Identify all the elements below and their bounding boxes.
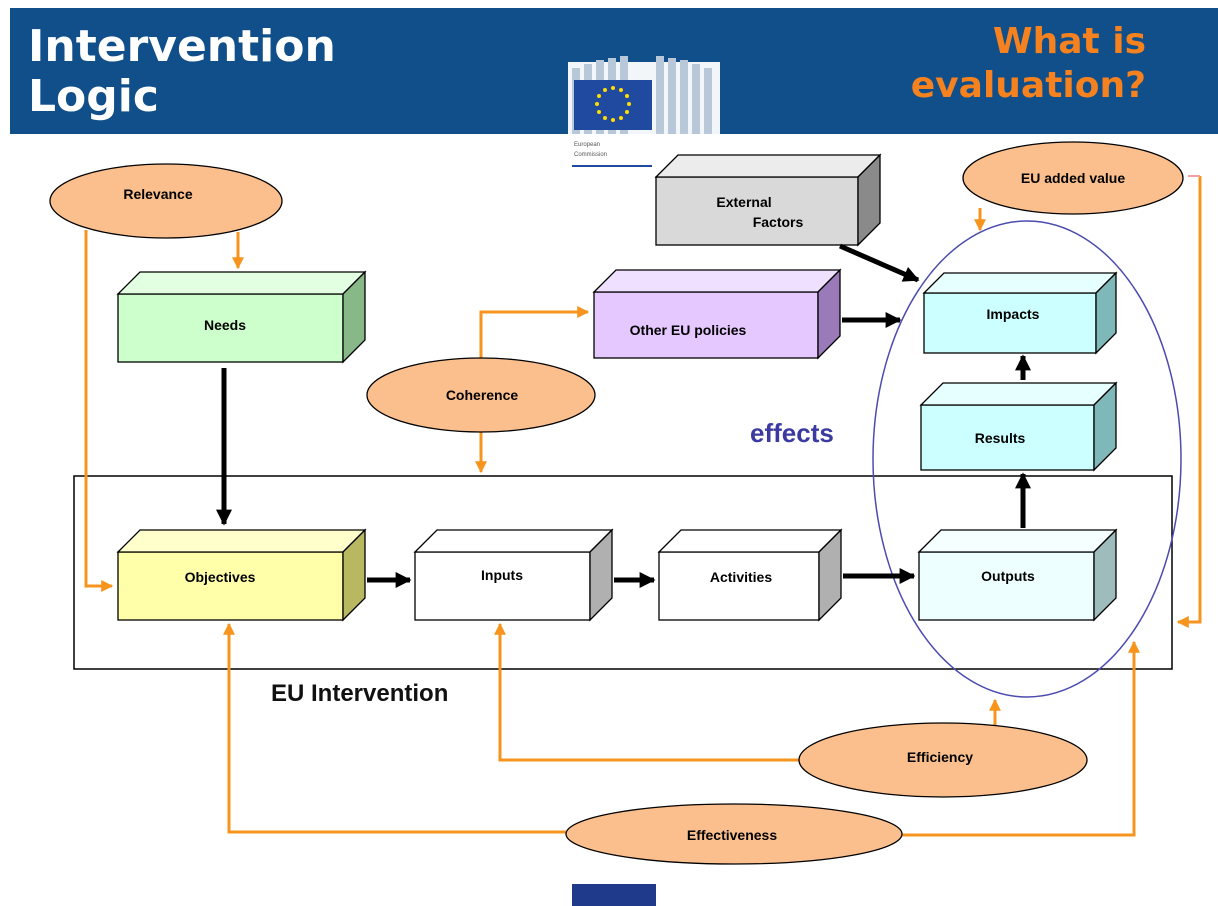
link-effectiveness-effects [902, 640, 1140, 837]
outputs-label: Outputs [981, 568, 1035, 584]
logo-caption-line2: Commission [574, 152, 607, 158]
relevance-criterion: Relevance [49, 163, 283, 239]
page-subtitle-line1: What is [992, 21, 1146, 62]
objectives-label: Objectives [185, 569, 256, 585]
eu-added-value-criterion: EU added value [962, 141, 1184, 215]
external-factors-label-line1: External [716, 194, 771, 210]
arrow-external-impacts [839, 243, 920, 283]
outputs-box: Outputs [917, 528, 1118, 622]
flow-arrows [215, 243, 1032, 589]
objectives-box: Objectives [116, 528, 367, 622]
page-title-line1: Intervention [28, 21, 336, 72]
link-efficiency-inputs [494, 622, 800, 762]
effects-ellipse [872, 220, 1182, 698]
page-title: Intervention Logic [28, 22, 336, 122]
impacts-box: Impacts [922, 271, 1118, 355]
link-effectiveness-objectives [223, 622, 566, 834]
other-eu-policies-box: Other EU policies [592, 268, 842, 360]
efficiency-criterion: Efficiency [798, 722, 1088, 798]
eu-intervention-frame [73, 475, 1173, 670]
page-title-line2: Logic [28, 71, 159, 122]
relevance-label: Relevance [123, 186, 192, 202]
external-factors-label-line2: Factors [753, 214, 804, 230]
inputs-label: Inputs [481, 567, 523, 583]
effectiveness-label: Effectiveness [687, 827, 777, 843]
coherence-label: Coherence [446, 387, 519, 403]
footer-tab [572, 884, 656, 906]
eu-intervention-label: EU Intervention [271, 680, 448, 707]
other-eu-policies-label: Other EU policies [630, 322, 747, 338]
activities-label: Activities [710, 569, 772, 585]
link-relevance-objectives [84, 230, 114, 592]
link-coherence-policies [479, 306, 590, 358]
effectiveness-criterion: Effectiveness [565, 803, 903, 865]
external-factors-box: External Factors [654, 153, 882, 247]
results-box: Results [919, 381, 1118, 472]
eu-added-value-label: EU added value [1021, 170, 1125, 186]
coherence-criterion: Coherence [366, 357, 596, 433]
link-addedvalue-intervention [1176, 176, 1202, 628]
page-subtitle: What is evaluation? [911, 20, 1146, 108]
impacts-label: Impacts [987, 306, 1040, 322]
logo-caption-line1: European [574, 142, 600, 148]
inputs-box: Inputs [413, 528, 614, 622]
efficiency-label: Efficiency [907, 749, 973, 765]
page-subtitle-line2: evaluation? [910, 65, 1146, 106]
evaluation-links [84, 176, 1202, 837]
european-commission-logo: European Commission [568, 56, 720, 167]
activities-box: Activities [657, 528, 843, 622]
needs-box: Needs [116, 270, 367, 364]
effects-label: effects [750, 418, 834, 448]
needs-label: Needs [204, 317, 246, 333]
results-label: Results [975, 430, 1026, 446]
